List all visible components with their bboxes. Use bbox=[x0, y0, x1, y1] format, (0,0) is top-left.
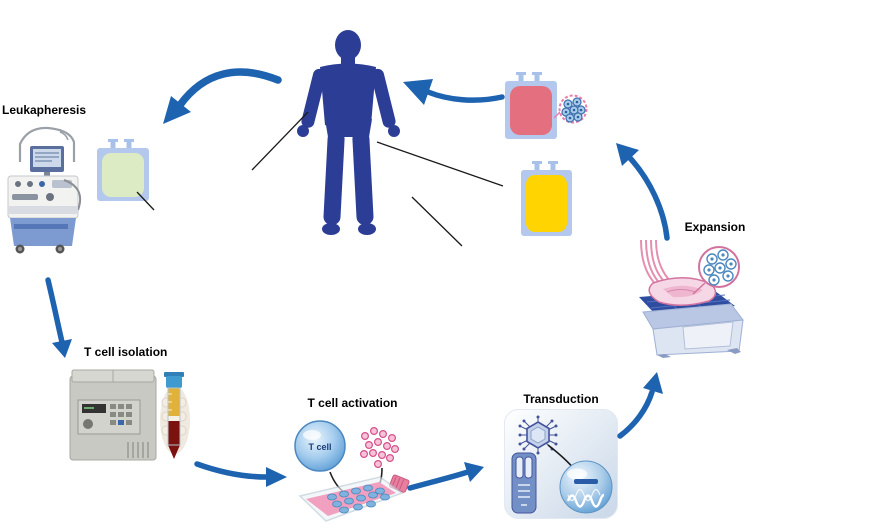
arrow-activation-to-transduction bbox=[407, 469, 471, 491]
arrow-patient-to-apheresis bbox=[176, 68, 282, 109]
dna-sphere-icon bbox=[559, 460, 613, 514]
centrifuge-icon bbox=[69, 369, 157, 461]
activation-panel: T cell bbox=[290, 404, 415, 528]
cycle-arrow-heads bbox=[52, 79, 663, 487]
centrifuge bbox=[64, 362, 194, 472]
transduction-panel bbox=[504, 409, 618, 519]
bioreactor-icon bbox=[639, 277, 744, 358]
label-expansion: Expansion bbox=[684, 220, 746, 234]
label-activation: T cell activation bbox=[307, 396, 398, 410]
activation-beads-icon bbox=[359, 427, 399, 468]
arrow-expansion-to-bag bbox=[627, 155, 670, 241]
arrow-transduction-to-expansion bbox=[617, 389, 655, 439]
label-transduction: Transduction bbox=[523, 392, 599, 406]
human-silhouette-icon bbox=[297, 30, 400, 235]
bioreactor-panel bbox=[627, 234, 749, 358]
car-t-product-bag-icon bbox=[505, 72, 557, 139]
label-t-cell-isolation: T cell isolation bbox=[84, 345, 168, 359]
callout-lines bbox=[136, 111, 504, 247]
apheresis-machine-icon bbox=[7, 126, 82, 254]
arrow-apheresis-to-centrifuge bbox=[45, 277, 65, 345]
expansion-cell-magnifier-icon bbox=[692, 246, 740, 295]
t-cell-sphere-icon: T cell bbox=[294, 420, 346, 472]
t-cell-caption: T cell bbox=[308, 442, 331, 452]
leukapheresis-bag-icon bbox=[97, 139, 149, 201]
apheresis-machine bbox=[0, 122, 97, 255]
serum-bag-icon bbox=[521, 161, 572, 236]
arrow-centrifuge-to-activation bbox=[194, 461, 269, 480]
label-leukapheresis: Leukapheresis bbox=[2, 103, 87, 117]
vector-cassette-icon bbox=[511, 452, 537, 514]
patient-figure bbox=[262, 19, 435, 253]
virus-icon bbox=[518, 415, 558, 455]
arrow-bag-to-patient bbox=[425, 89, 505, 103]
culture-flask-icon bbox=[298, 474, 410, 522]
blood-tube-in-hand-icon bbox=[160, 372, 190, 459]
cell-magnifier-icon bbox=[553, 94, 588, 124]
cycle-arrow-lines bbox=[45, 68, 670, 491]
